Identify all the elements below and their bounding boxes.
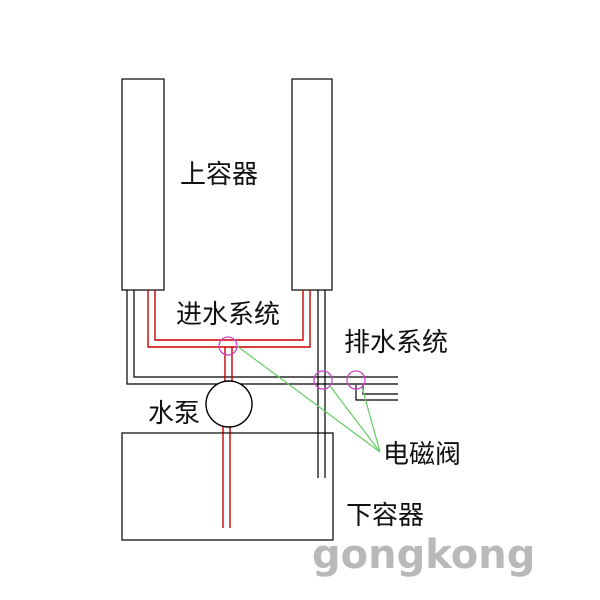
watermark-text: gongkong [312,532,535,578]
upper-container-left-column [121,78,165,291]
pipes-inside-lower-container [222,433,326,528]
upper-container-right-column [291,78,333,291]
label-inlet-system: 进水系统 [176,300,280,330]
valve-marker-drain-1 [313,370,333,390]
label-pump: 水泵 [148,399,200,429]
pump-body [205,380,253,428]
label-lower-container: 下容器 [346,501,424,531]
valve-leader-lines [236,345,381,453]
valve-marker-drain-2 [346,370,366,390]
label-drain-system: 排水系统 [344,328,448,358]
lower-container-box [121,432,334,541]
label-solenoid-valve: 电磁阀 [383,440,461,470]
drain-pipes [126,290,398,478]
label-upper-container: 上容器 [180,160,258,190]
